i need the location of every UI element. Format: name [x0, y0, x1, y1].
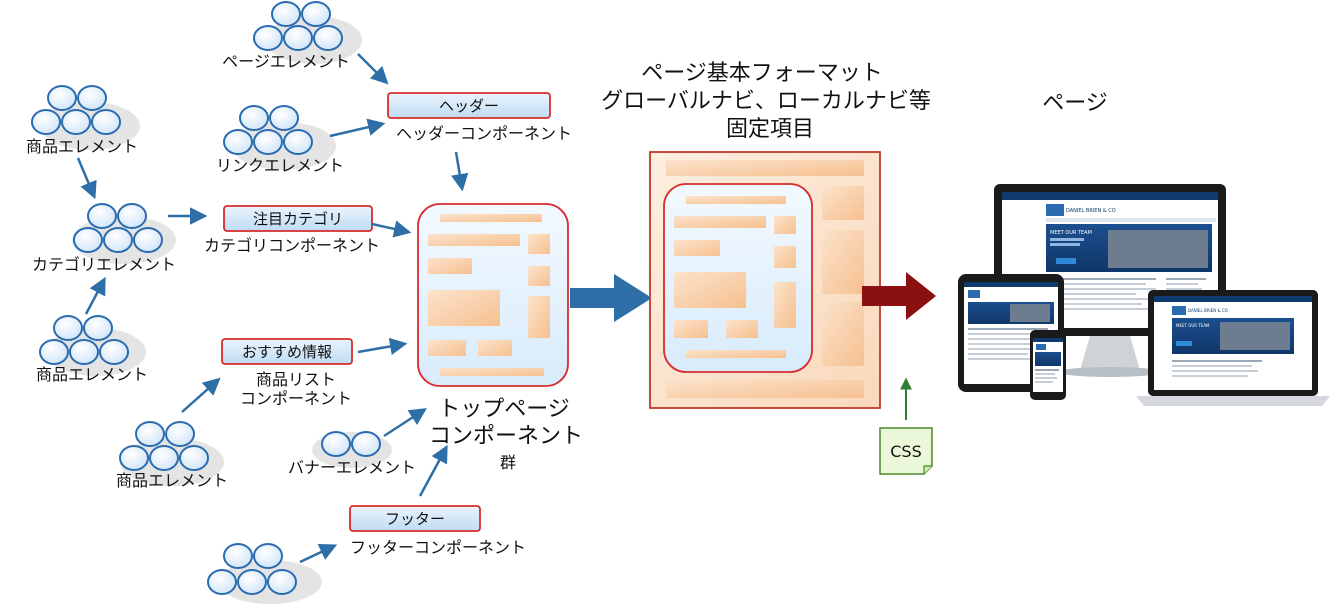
product-element-3-label: 商品エレメント	[116, 471, 228, 490]
product-list-label-1: 商品リスト	[256, 370, 336, 389]
bubble-cluster-link-element	[223, 105, 336, 170]
desktop-site-name: DANIEL BRIEN & CO	[1066, 208, 1116, 214]
arrow-product-to-category-2	[84, 276, 106, 315]
banner-element-label: バナーエレメント	[288, 458, 416, 477]
footer-component-label: フッターコンポーネント	[350, 538, 526, 557]
header-component-label: ヘッダーコンポーネント	[396, 124, 572, 143]
header-box-label: ヘッダー	[439, 97, 499, 115]
css-document-icon	[879, 427, 933, 475]
laptop: DANIEL BRIEN & CO MEET OUR TEAM	[1136, 290, 1330, 406]
footer-box-label: フッター	[385, 510, 445, 528]
arrow-featured-to-top	[371, 220, 412, 238]
category-component-label: カテゴリコンポーネント	[204, 236, 380, 255]
arrow-recommend-to-top	[357, 337, 408, 356]
laptop-hero-title: MEET OUR TEAM	[1176, 323, 1210, 328]
css-label: CSS	[890, 442, 921, 461]
header-box: ヘッダー	[387, 92, 551, 119]
page-format-frame	[649, 151, 881, 409]
top-page-component-group	[417, 203, 569, 387]
top-page-label-3: 群	[500, 453, 516, 472]
recommend-box-label: おすすめ情報	[242, 343, 332, 361]
product-element-1-label: 商品エレメント	[26, 137, 138, 156]
big-red-arrow	[862, 272, 936, 320]
bubble-cluster-product-element-2	[39, 315, 146, 376]
arrow-link-to-header	[329, 118, 386, 138]
arrow-page-to-header	[357, 53, 389, 85]
top-page-label-2: コンポーネント	[429, 424, 583, 449]
category-element-label: カテゴリエレメント	[32, 255, 176, 274]
bubble-cluster-footer	[207, 543, 322, 604]
format-title-3: 固定項目	[726, 117, 814, 142]
bubble-cluster-product-element-3	[119, 421, 224, 486]
arrow-banner-to-top	[383, 408, 427, 438]
product-list-label-2: コンポーネント	[240, 389, 352, 408]
bubble-cluster-category-element	[72, 203, 176, 264]
arrow-product-to-recommend	[181, 377, 221, 413]
page-element-label: ページエレメント	[222, 52, 350, 71]
arrow-header-to-top	[451, 151, 469, 192]
bubble-cluster-product-element-1	[31, 85, 140, 150]
featured-category-box-label: 注目カテゴリ	[253, 210, 343, 228]
arrow-product-to-category	[76, 157, 97, 200]
big-blue-arrow	[570, 274, 652, 322]
footer-box: フッター	[349, 505, 481, 532]
arrow-footer-elements	[299, 544, 338, 564]
recommend-box: おすすめ情報	[221, 338, 353, 365]
product-element-2-label: 商品エレメント	[36, 365, 148, 384]
desktop-hero-title: MEET OUR TEAM	[1050, 230, 1092, 236]
top-page-label-1: トップページ	[438, 397, 570, 422]
arrow-footer-to-top	[418, 444, 448, 497]
format-title-2: グローバルナビ、ローカルナビ等	[601, 89, 931, 114]
laptop-site-name: DANIEL BRIEN & CO	[1188, 308, 1228, 313]
format-title-1: ページ基本フォーマット	[641, 61, 883, 86]
link-element-label: リンクエレメント	[216, 156, 344, 175]
bubble-cluster-page-element	[253, 1, 362, 64]
smartphone	[1030, 330, 1066, 400]
bubble-cluster-banner-element	[312, 431, 392, 468]
page-label: ページ	[1042, 91, 1108, 116]
element-arrows	[76, 53, 469, 564]
featured-category-box: 注目カテゴリ	[223, 205, 373, 232]
